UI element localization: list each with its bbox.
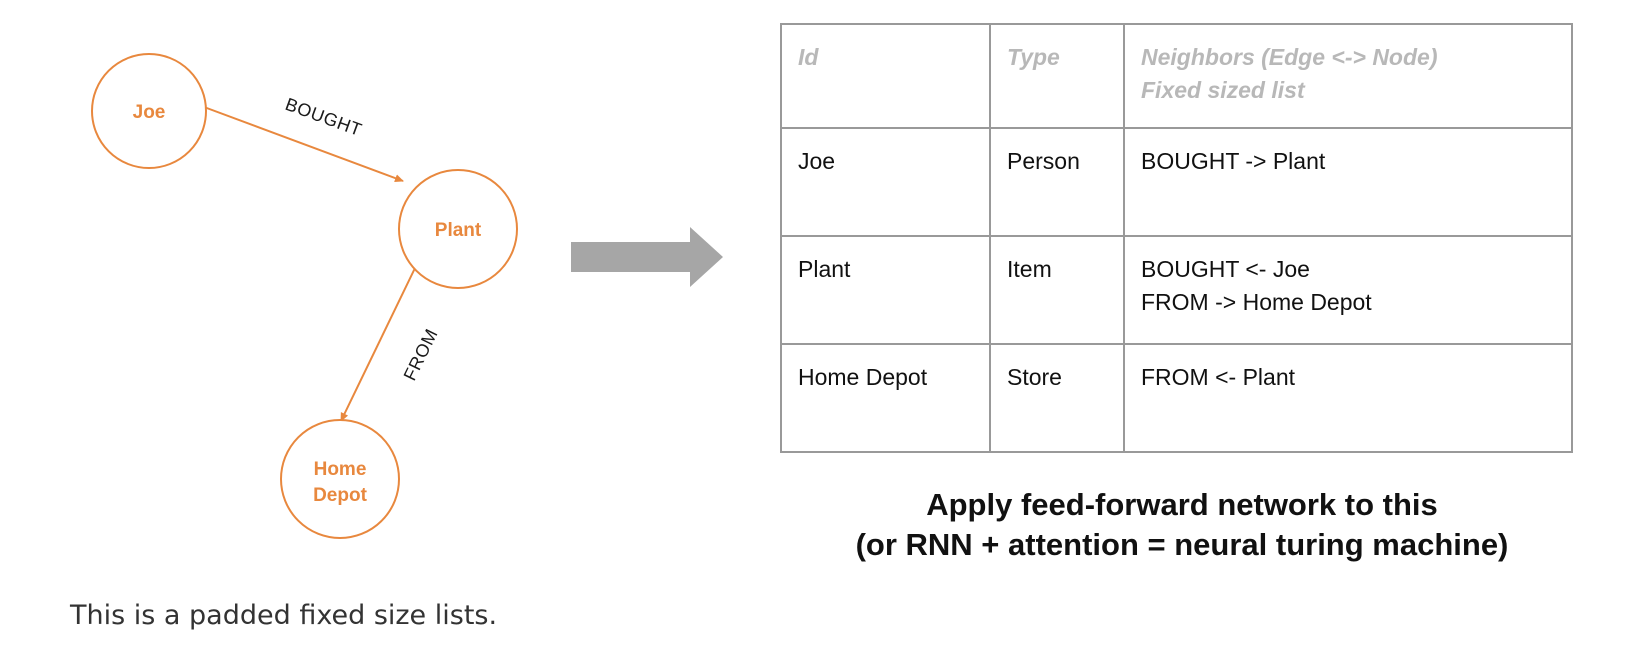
edge-bought-line: [203, 106, 404, 182]
neighbor-entry: FROM -> Home Depot: [1141, 289, 1372, 316]
node-plant: Plant: [398, 169, 518, 289]
neighbors-table: Id Type Neighbors (Edge <-> Node) Fixed …: [780, 23, 1573, 453]
cell-neighbors: FROM <- Plant: [1123, 343, 1573, 453]
cell-neighbors: BOUGHT -> Plant: [1123, 127, 1573, 237]
transform-arrow-icon: [571, 227, 723, 287]
node-joe-label: Joe: [133, 102, 166, 123]
cell-neighbors: BOUGHT <- Joe FROM -> Home Depot: [1123, 235, 1573, 345]
header-neighbors-line1: Neighbors (Edge <-> Node): [1141, 44, 1438, 70]
cell-id: Joe: [780, 127, 991, 237]
edge-bought-label: BOUGHT: [283, 94, 365, 140]
footer-text: This is a padded fixed size lists.: [70, 600, 498, 631]
caption: Apply feed-forward network to this (or R…: [780, 485, 1584, 565]
table-row: Joe Person BOUGHT -> Plant: [780, 127, 1573, 237]
edge-from-line: [340, 265, 417, 422]
graph-diagram: BOUGHT FROM Joe Plant Home Depot: [91, 53, 723, 539]
caption-line1: Apply feed-forward network to this: [926, 487, 1438, 522]
cell-type: Person: [989, 127, 1125, 237]
edge-from-label: FROM: [400, 326, 442, 384]
neighbor-entry: FROM <- Plant: [1141, 364, 1296, 390]
node-home-depot-label-line1: Home: [314, 459, 367, 480]
node-plant-label: Plant: [435, 220, 482, 241]
table-row: Home Depot Store FROM <- Plant: [780, 343, 1573, 453]
cell-id: Plant: [780, 235, 991, 345]
table-header-row: Id Type Neighbors (Edge <-> Node) Fixed …: [780, 23, 1573, 129]
header-neighbors-line2: Fixed sized list: [1141, 77, 1305, 104]
table-row: Plant Item BOUGHT <- Joe FROM -> Home De…: [780, 235, 1573, 345]
header-type: Type: [989, 23, 1125, 129]
node-joe: Joe: [91, 53, 207, 169]
neighbor-entry: BOUGHT -> Plant: [1141, 148, 1326, 174]
cell-type: Item: [989, 235, 1125, 345]
node-home-depot-label-line2: Depot: [313, 485, 368, 506]
node-home-depot: Home Depot: [280, 419, 400, 539]
caption-line2: (or RNN + attention = neural turing mach…: [855, 527, 1509, 562]
header-neighbors: Neighbors (Edge <-> Node) Fixed sized li…: [1123, 23, 1573, 129]
neighbor-entry: BOUGHT <- Joe: [1141, 256, 1310, 282]
cell-type: Store: [989, 343, 1125, 453]
header-id: Id: [780, 23, 991, 129]
cell-id: Home Depot: [780, 343, 991, 453]
